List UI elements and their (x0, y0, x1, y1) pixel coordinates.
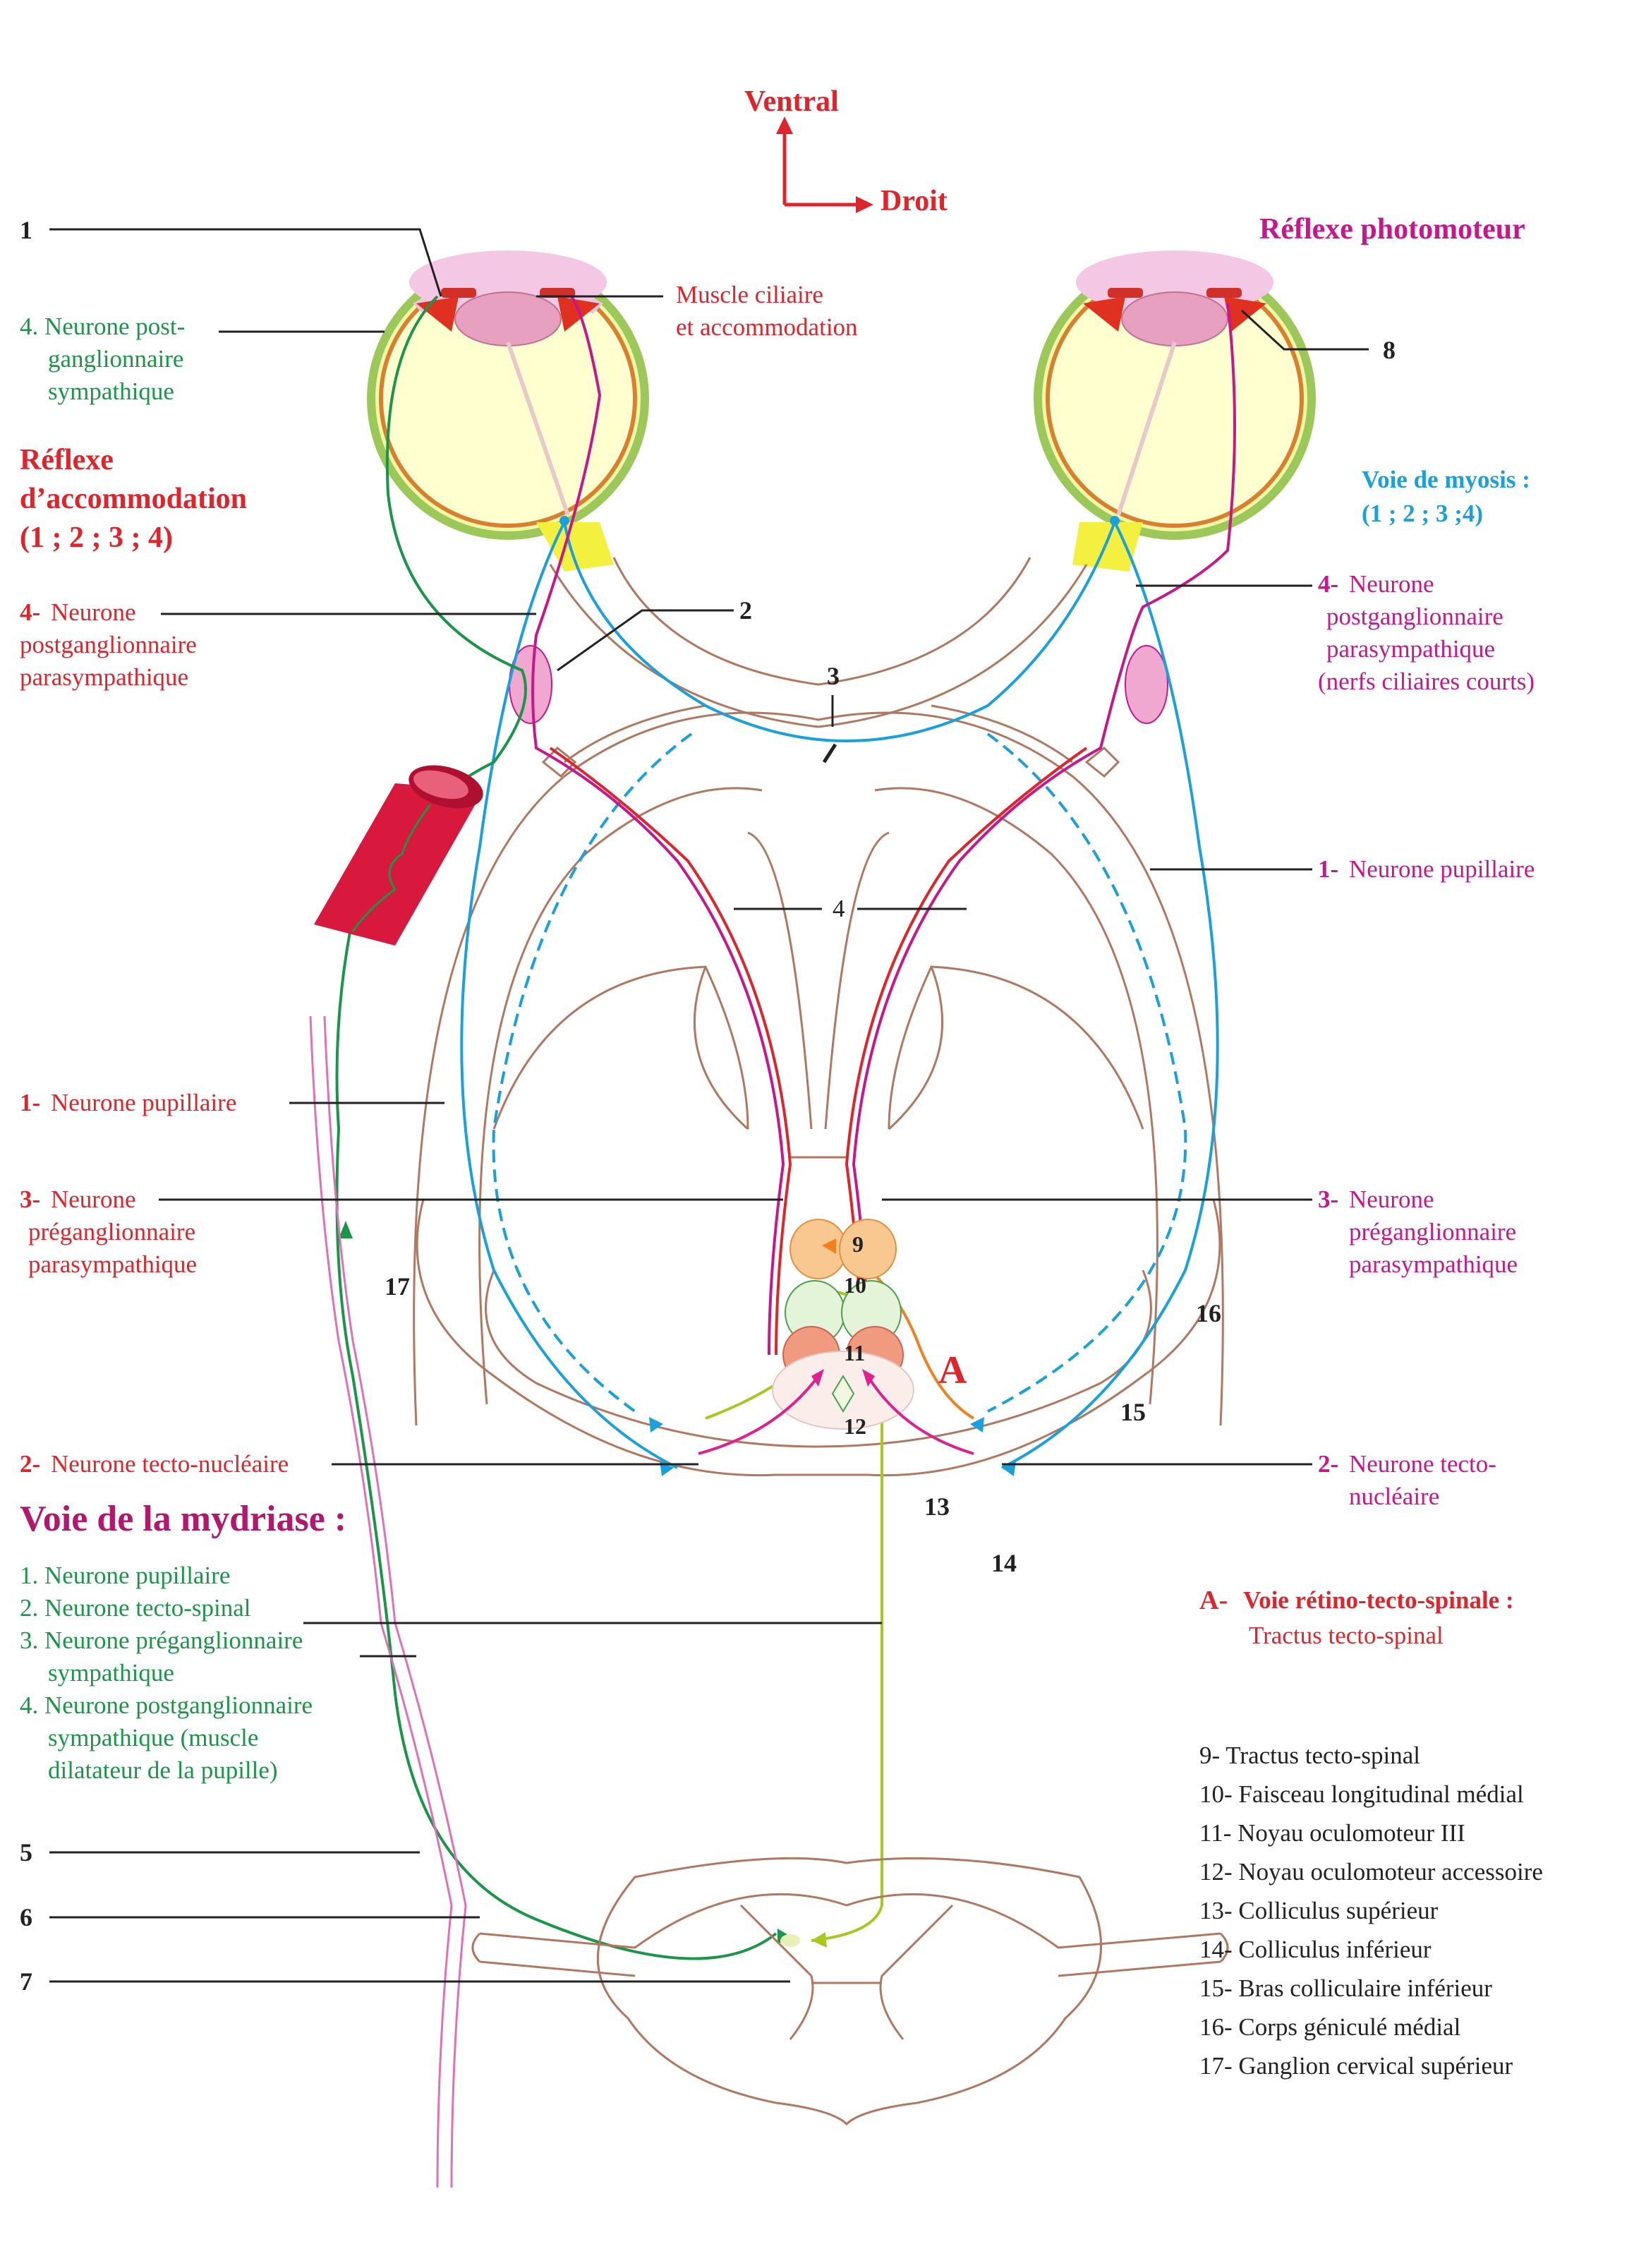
left-tecto-num: 2- (20, 1450, 41, 1478)
mydriase-item-3b: sympathique (48, 1659, 174, 1687)
right-pupillary-num: 1- (1318, 855, 1339, 883)
label-3: 3 (827, 662, 840, 690)
ciliary-line-2: et accommodation (676, 313, 858, 341)
label-1: 1 (20, 216, 32, 244)
label-9: 9 (852, 1231, 864, 1257)
sympathetic-neuron (335, 295, 777, 1960)
legend-item-14: 14- Colliculus inférieur (1199, 1936, 1432, 1963)
postgang-symp-line-3: sympathique (48, 378, 174, 405)
left-postgang-para-line-1: Neurone (51, 598, 136, 626)
label-2: 2 (739, 596, 752, 625)
mydriase-item-1: 1. Neurone pupillaire (20, 1562, 231, 1589)
mydriase-item-4: 4. Neurone postganglionnaire (20, 1691, 313, 1719)
label-13: 13 (924, 1492, 950, 1521)
label-16: 16 (1196, 1299, 1221, 1327)
carotid-vessel (314, 765, 483, 946)
legend-item-17: 17- Ganglion cervical supérieur (1199, 2052, 1513, 2080)
left-pregang-line-3: parasympathique (28, 1250, 198, 1278)
right-retina-point (1110, 516, 1120, 526)
left-pupillary-num: 1- (20, 1089, 41, 1116)
right-pregang-num: 3- (1318, 1186, 1339, 1213)
mydriase-item-4b: sympathique (muscle (48, 1724, 259, 1751)
label-4: 4 (833, 895, 845, 922)
label-15: 15 (1120, 1398, 1146, 1426)
label-6: 6 (20, 1903, 32, 1931)
label-5: 5 (20, 1838, 32, 1866)
orientation-arrows (782, 131, 859, 207)
ciliary-line-1: Muscle ciliaire (676, 281, 823, 308)
legend-item-11: 11- Noyau oculomoteur III (1199, 1819, 1465, 1847)
left-pregang-num: 3- (20, 1186, 41, 1213)
optic-pathway-outline (413, 557, 1224, 1477)
label-14: 14 (991, 1549, 1017, 1577)
droit-label: Droit (880, 185, 948, 217)
left-retina-point (559, 516, 569, 526)
mydriase-item-3: 3. Neurone préganglionnaire (20, 1627, 303, 1654)
legend-item-16: 16- Corps géniculé médial (1199, 2013, 1461, 2041)
right-tecto-line-1: Neurone tecto- (1349, 1450, 1496, 1478)
label-8: 8 (1383, 336, 1396, 364)
mydriase-item-4c: dilatateur de la pupille) (48, 1756, 278, 1784)
sympathetic-trunk (309, 1015, 467, 2188)
label-7: 7 (20, 1967, 32, 1996)
chiasm-tick (822, 743, 837, 764)
right-pregang-line-3: parasympathique (1349, 1250, 1518, 1278)
myosis-heading-line-1: Voie de myosis : (1362, 466, 1530, 493)
left-pregang-line-2: préganglionnaire (28, 1218, 196, 1245)
right-tecto-num: 2- (1318, 1450, 1339, 1478)
left-pregang-line-1: Neurone (51, 1186, 136, 1213)
mydriase-heading: Voie de la mydriase : (20, 1499, 347, 1539)
arrow-up-icon (776, 116, 793, 134)
accommodation-heading-line-2: d’accommodation (20, 483, 247, 515)
tecto-nuclear-neuron (698, 1375, 974, 1455)
left-eyeball (367, 251, 649, 572)
label-A: A (938, 1349, 967, 1392)
postgang-symp-line-1: 4. Neurone post- (20, 313, 186, 340)
right-postgang-para-line-4: (nerfs ciliaires courts) (1318, 668, 1535, 695)
spinal-nucleus (780, 1934, 800, 1947)
left-postgang-para-line-3: parasympathique (20, 663, 189, 691)
left-postgang-para-line-2: postganglionnaire (20, 631, 197, 658)
label-17: 17 (385, 1272, 410, 1301)
legend-item-13: 13- Colliculus supérieur (1199, 1897, 1439, 1924)
voie-A-title: Voie rétino-tecto-spinale : (1243, 1586, 1514, 1614)
left-pupillary-text: Neurone pupillaire (51, 1089, 237, 1116)
right-postgang-para-line-1: Neurone (1349, 570, 1434, 598)
left-postgang-para-num: 4- (20, 598, 41, 626)
spinal-cord (471, 1857, 1229, 2126)
myosis-heading-line-2: (1 ; 2 ; 3 ;4) (1362, 500, 1484, 527)
photomoteur-heading: Réflexe photomoteur (1259, 213, 1525, 246)
label-10: 10 (844, 1272, 866, 1298)
right-pregang-line-2: préganglionnaire (1349, 1218, 1517, 1245)
right-postgang-para-line-3: parasympathique (1326, 635, 1496, 663)
leader-lines (49, 228, 1369, 1983)
sympathetic-arrow-icon (339, 1221, 353, 1238)
legend-item-15: 15- Bras colliculaire inférieur (1199, 1974, 1492, 2002)
right-ciliary-ganglion (1125, 645, 1168, 724)
brainstem-nuclei (772, 1219, 914, 1430)
label-11: 11 (844, 1340, 866, 1365)
voie-A-subtitle: Tractus tecto-spinal (1249, 1622, 1444, 1649)
mydriase-item-2: 2. Neurone tecto-spinal (20, 1594, 251, 1622)
label-12: 12 (844, 1413, 866, 1439)
legend-item-10: 10- Faisceau longitudinal médial (1199, 1780, 1524, 1808)
arrow-right-icon (856, 196, 873, 213)
accommodation-heading-line-1: Réflexe (20, 444, 114, 476)
right-eyeball (1034, 251, 1316, 572)
right-pregang-line-1: Neurone (1349, 1186, 1434, 1213)
left-tecto-text: Neurone tecto-nucléaire (51, 1450, 289, 1478)
accommodation-heading-line-3: (1 ; 2 ; 3 ; 4) (20, 521, 173, 554)
right-pupillary-text: Neurone pupillaire (1349, 855, 1535, 883)
legend-item-12: 12- Noyau oculomoteur accessoire (1199, 1858, 1543, 1886)
voie-A-prefix: A- (1199, 1586, 1228, 1615)
pupillary-neuron (460, 521, 1219, 1469)
ventral-label: Ventral (744, 85, 839, 118)
right-postgang-para-num: 4- (1318, 570, 1339, 598)
postgang-symp-line-2: ganglionnaire (48, 345, 184, 373)
right-postgang-para-line-2: postganglionnaire (1326, 603, 1503, 630)
right-tecto-line-2: nucléaire (1349, 1483, 1440, 1510)
nerve-stub (541, 746, 1120, 778)
legend-item-9: 9- Tractus tecto-spinal (1199, 1742, 1421, 1769)
